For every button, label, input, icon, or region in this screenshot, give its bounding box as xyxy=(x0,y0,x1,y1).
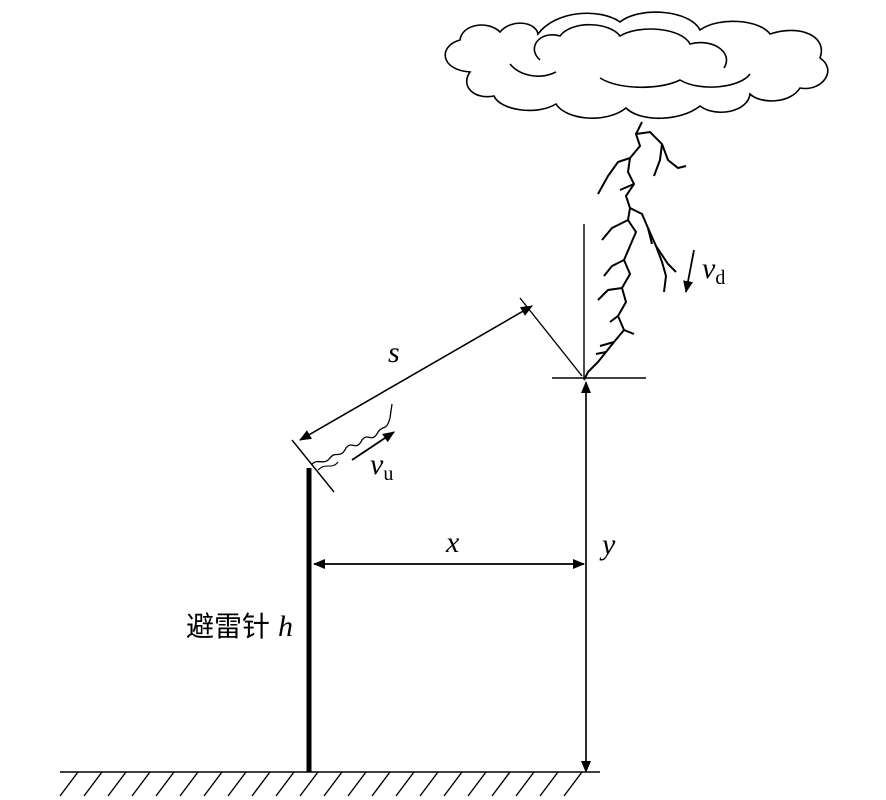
ground-hatch xyxy=(467,771,487,797)
ground-hatch xyxy=(155,771,175,797)
ground-hatch xyxy=(419,771,439,797)
y-label: y xyxy=(599,528,616,561)
vd-arrow xyxy=(683,249,695,293)
lightning-downward-leader xyxy=(583,121,687,381)
ground-hatch xyxy=(107,771,127,797)
ground-hatch xyxy=(323,771,343,797)
cloud xyxy=(444,11,829,120)
x-label: x xyxy=(445,526,460,559)
ground xyxy=(59,771,600,797)
ground-hatch xyxy=(251,771,271,797)
ground-hatch xyxy=(227,771,247,797)
ground-hatch xyxy=(59,771,79,797)
ground-hatch xyxy=(395,771,415,797)
ground-hatch xyxy=(491,771,511,797)
vu-label: vu xyxy=(370,448,393,485)
ground-hatch xyxy=(563,771,583,797)
ground-hatch xyxy=(131,771,151,797)
vu-arrow xyxy=(351,431,395,461)
ground-hatch xyxy=(275,771,295,797)
ground-hatch xyxy=(83,771,103,797)
ground-hatch xyxy=(299,771,319,797)
ground-hatch xyxy=(371,771,391,797)
ground-hatch xyxy=(539,771,559,797)
striking-distance-s xyxy=(291,297,583,493)
ground-hatch xyxy=(515,771,535,797)
upward-leader xyxy=(311,403,393,465)
ground-hatch xyxy=(179,771,199,797)
s-label: s xyxy=(388,336,400,369)
ground-hatch xyxy=(443,771,463,797)
vd-label: vd xyxy=(702,252,725,289)
ground-hatch xyxy=(347,771,367,797)
ground-hatch xyxy=(203,771,223,797)
